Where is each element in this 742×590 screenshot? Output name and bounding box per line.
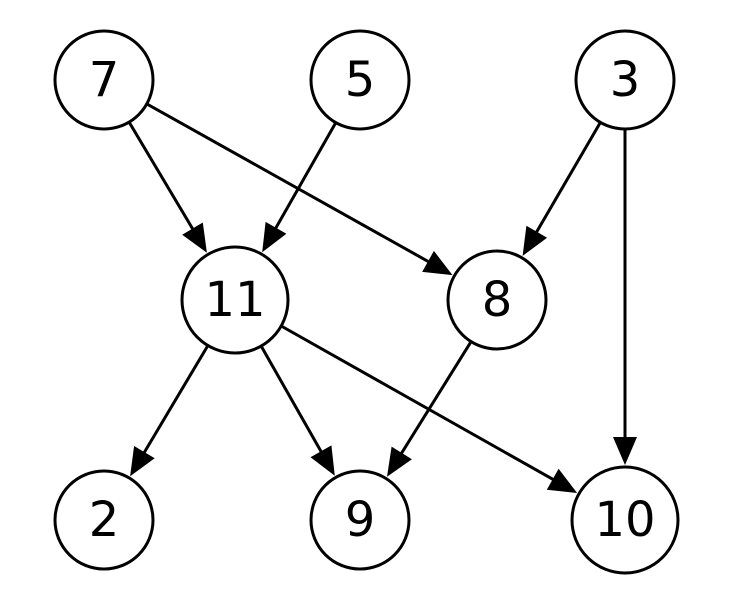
edge-3-to-8 <box>522 121 602 256</box>
edge-11-to-9 <box>259 345 335 476</box>
arrowhead-icon <box>522 225 548 256</box>
node-11: 11 <box>180 245 290 355</box>
edge-line <box>146 102 433 265</box>
node-8: 8 <box>446 249 548 351</box>
node-5: 5 <box>309 29 411 131</box>
node-9: 9 <box>309 469 411 571</box>
node-3-label: 3 <box>610 52 641 108</box>
node-10: 10 <box>570 465 680 575</box>
node-7-label: 7 <box>89 52 120 108</box>
edge-8-to-9 <box>387 340 473 477</box>
edge-3-to-10 <box>613 129 637 465</box>
edge-7-to-11 <box>127 121 207 253</box>
edge-11-to-2 <box>130 344 210 477</box>
edges-layer <box>127 102 637 493</box>
node-5-label: 5 <box>345 52 376 108</box>
node-11-label: 11 <box>204 272 265 328</box>
edge-line <box>533 121 602 236</box>
node-7: 7 <box>53 29 155 131</box>
edge-line <box>259 345 325 456</box>
arrowhead-icon <box>310 445 335 476</box>
node-8-circle <box>446 249 548 351</box>
edge-7-to-8 <box>146 102 453 276</box>
edge-5-to-11 <box>262 121 338 253</box>
edge-11-to-10 <box>280 324 578 493</box>
edge-line <box>272 121 338 233</box>
arrowhead-icon <box>387 446 412 477</box>
node-3: 3 <box>574 29 676 131</box>
node-3-circle <box>574 29 676 131</box>
node-2-label: 2 <box>89 492 120 548</box>
edge-line <box>398 340 473 458</box>
arrowhead-icon <box>262 221 287 253</box>
node-8-label: 8 <box>482 272 513 328</box>
node-2: 2 <box>53 469 155 571</box>
node-10-circle <box>570 465 680 575</box>
arrowhead-icon <box>613 437 637 465</box>
edge-line <box>280 324 557 483</box>
node-2-circle <box>53 469 155 571</box>
node-9-label: 9 <box>345 492 376 548</box>
arrowhead-icon <box>130 446 155 477</box>
node-7-circle <box>53 29 155 131</box>
arrowhead-icon <box>546 468 578 493</box>
node-5-circle <box>309 29 411 131</box>
arrowhead-icon <box>182 222 207 253</box>
edge-line <box>127 121 196 233</box>
nodes-layer: 7 5 3 11 8 2 9 10 <box>53 29 680 575</box>
edge-line <box>141 344 210 457</box>
arrowhead-icon <box>422 250 453 276</box>
node-9-circle <box>309 469 411 571</box>
node-11-circle <box>180 245 290 355</box>
node-10-label: 10 <box>594 492 655 548</box>
